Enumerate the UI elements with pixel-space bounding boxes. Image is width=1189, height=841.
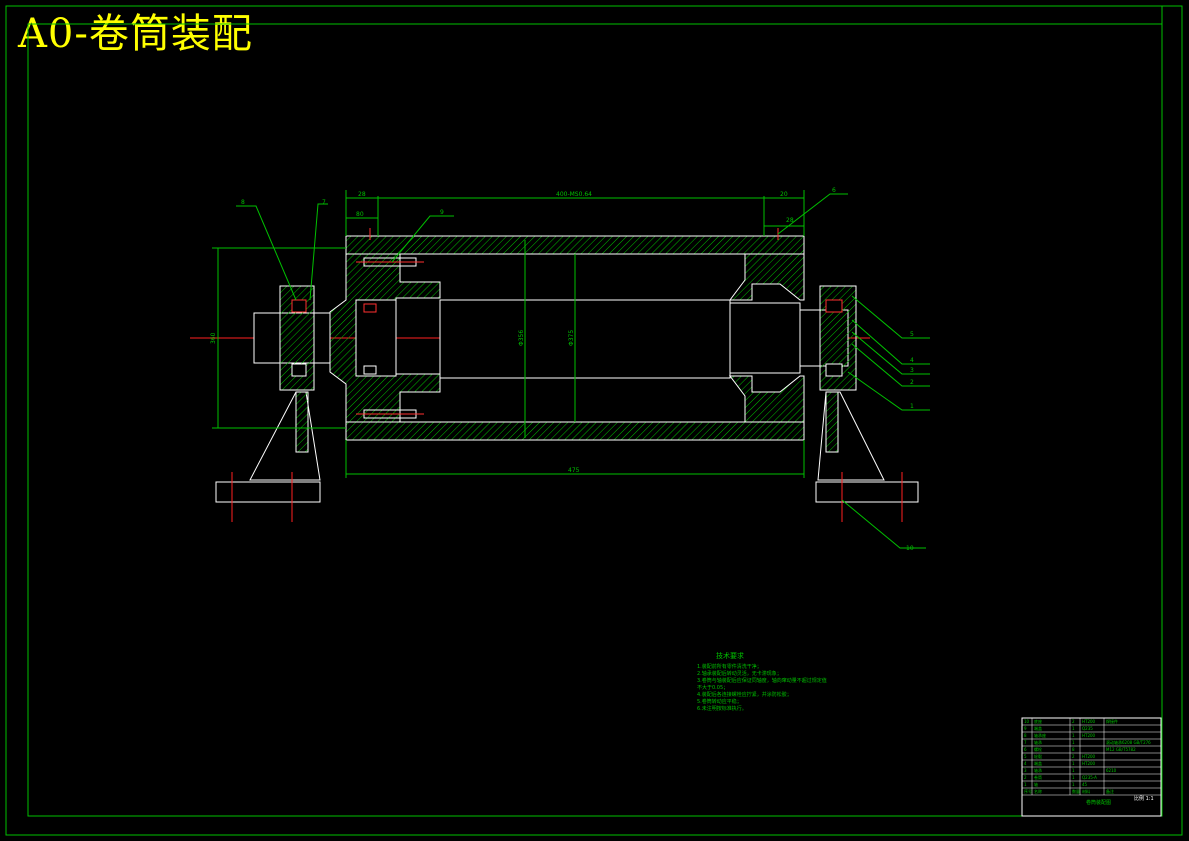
left-support (215, 285, 321, 522)
parts-list-cell: 7 (1024, 740, 1027, 745)
right-hub (729, 253, 805, 423)
dimension-lines (212, 190, 805, 478)
parts-list-cell: HT200 (1082, 733, 1096, 738)
balloon-2: 2 (910, 379, 914, 386)
dim-top-overall: 400-MS0.64 (556, 191, 592, 198)
parts-list-cell: 端盖 (1034, 760, 1042, 766)
parts-list-cell: 6210 (1106, 768, 1117, 773)
dim-left-height: 360 (210, 332, 217, 344)
tech-req-line-3: 3.卷筒与轴装配后应保证同轴度，轴向窜动量不超过规定值 (697, 677, 827, 684)
balloon-8: 8 (241, 199, 245, 206)
parts-list-header-cell: 序号 (1024, 788, 1032, 794)
tech-req-line-7: 6.未注明按标准执行。 (697, 705, 747, 712)
balloon-9: 9 (440, 209, 444, 216)
parts-list-cell: Q235 (1082, 726, 1093, 731)
parts-list-cell: 1 (1072, 775, 1075, 780)
parts-list-cell: 1 (1024, 782, 1027, 787)
parts-list-cell: 2 (1072, 754, 1075, 759)
parts-list-header-cell: 材料 (1082, 788, 1090, 794)
parts-list-cell: 端盖 (1034, 725, 1042, 731)
parts-list-cell: 1 (1072, 726, 1075, 731)
balloon-5: 5 (910, 331, 914, 338)
parts-list-cell: 5 (1024, 754, 1027, 759)
parts-list-cell: 轴承 (1034, 767, 1042, 773)
parts-list-cell: HT200 (1082, 754, 1096, 759)
parts-list-cell: 1 (1072, 740, 1075, 745)
parts-list-cell: 底座 (1034, 718, 1042, 724)
parts-list-cell: 滚动轴承6208 GB/T276 (1106, 739, 1151, 745)
balloon-3: 3 (910, 367, 914, 374)
parts-list-header-cell: 备注 (1106, 788, 1114, 794)
title-block-drawing-name: 卷筒装配图 (1086, 799, 1111, 806)
dim-bottom-overall: 475 (568, 467, 580, 474)
tech-req-line-1: 1.装配前所有零件清洗干净； (697, 663, 762, 670)
dim-inner-dia-2: Φ375 (568, 330, 575, 346)
tech-req-line-4: 不大于0.05； (697, 684, 728, 691)
parts-list-cell: 卷筒 (1034, 774, 1042, 780)
parts-list-cell: 2 (1024, 775, 1027, 780)
dim-top-right-2: 28 (786, 217, 794, 224)
balloon-4: 4 (910, 357, 914, 364)
tech-req-heading: 技术要求 (716, 651, 744, 660)
parts-list-cell: 1 (1072, 761, 1075, 766)
tech-req-line-6: 5.卷筒转动应平稳； (697, 698, 742, 705)
dim-top-left-1: 28 (358, 191, 366, 198)
right-support (815, 285, 919, 522)
leader-lines (236, 193, 930, 549)
parts-list-cell: HT200 (1082, 761, 1096, 766)
parts-list-cell: 1 (1072, 733, 1075, 738)
parts-list-header-cell: 数量 (1072, 788, 1080, 794)
parts-list-cell: 轴 (1034, 781, 1038, 787)
parts-list-cell: 轮毂 (1034, 753, 1042, 759)
parts-list-cell: 9 (1024, 726, 1027, 731)
parts-list-cell: 6 (1024, 747, 1027, 752)
parts-list-cell: Q235-A (1082, 775, 1097, 780)
parts-list-header-cell: 名称 (1034, 788, 1042, 794)
balloon-10: 10 (906, 545, 914, 552)
inner-frame (27, 23, 1163, 817)
technical-requirements: 技术要求 1.装配前所有零件清洗干净； 2.轴承装配后转动灵活，无卡滞现象； 3… (697, 651, 827, 712)
drawing-title: A0-卷筒装配 (18, 11, 253, 57)
parts-list-cell: 焊接件 (1106, 718, 1118, 724)
parts-list-cell: 45 (1082, 782, 1088, 787)
parts-list-cell: M12 GB/T5782 (1106, 747, 1136, 752)
dim-top-left-2: 80 (356, 211, 364, 218)
tech-req-line-2: 2.轴承装配后转动灵活，无卡滞现象； (697, 670, 782, 677)
balloon-7: 7 (322, 199, 326, 206)
parts-list-cell: 3 (1024, 768, 1027, 773)
outer-frame (5, 5, 1183, 836)
balloon-1: 1 (910, 403, 914, 410)
parts-list-cell: 1 (1072, 768, 1075, 773)
dim-top-right-1: 20 (780, 191, 788, 198)
parts-list-cell: 轴承座 (1034, 732, 1046, 738)
parts-list-cell: 4 (1024, 761, 1027, 766)
parts-list-cell: 螺栓 (1034, 746, 1042, 752)
parts-list-cell: 10 (1024, 719, 1030, 724)
parts-list-cell: 8 (1072, 747, 1075, 752)
dim-inner-dia-1: Φ356 (518, 330, 525, 346)
parts-list-cell: 2 (1072, 719, 1075, 724)
title-block-scale: 比例 1:1 (1134, 795, 1154, 802)
parts-list-cell: HT200 (1082, 719, 1096, 724)
parts-list-cell: 8 (1024, 733, 1027, 738)
parts-list-cell: 1 (1072, 782, 1075, 787)
balloon-6: 6 (832, 187, 836, 194)
parts-list-cell: 轴承 (1034, 739, 1042, 745)
tech-req-line-5: 4.装配后各连接螺栓应拧紧，并涂防松胶； (697, 691, 792, 698)
